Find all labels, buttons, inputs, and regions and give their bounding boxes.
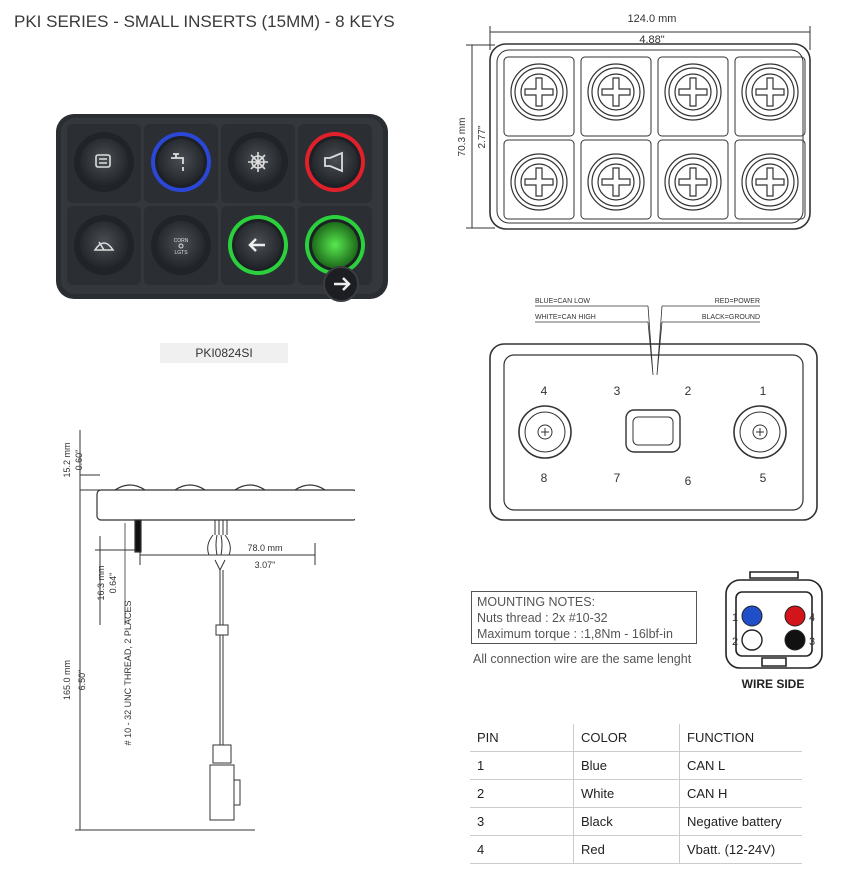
- table-cell: CAN L: [679, 751, 802, 780]
- rear-view-drawing: BLUE=CAN LOW WHITE=CAN HIGH RED=POWER BL…: [489, 298, 818, 521]
- key-horn: [305, 132, 365, 192]
- pin-white-dot: [741, 629, 763, 651]
- key-corner-lights: CORN LGTS: [151, 215, 211, 275]
- corner-lights-icon: CORN LGTS: [174, 238, 189, 256]
- conn-pin-2: 2: [732, 636, 738, 648]
- table-row: 1 Blue CAN L: [470, 751, 802, 780]
- page-title: PKI SERIES - SMALL INSERTS (15MM) - 8 KE…: [14, 12, 395, 31]
- pin-red-dot: [784, 605, 806, 627]
- table-header: COLOR: [573, 724, 680, 752]
- svg-text:LGTS: LGTS: [174, 250, 188, 256]
- side-profile: [96, 484, 355, 553]
- pin-label-8: 8: [541, 471, 548, 485]
- pin-label-3: 3: [614, 384, 621, 398]
- svg-text:CORN: CORN: [174, 238, 189, 244]
- mounting-notes-thread: Nuts thread : 2x #10-32: [477, 611, 608, 625]
- key-arrow-right: [305, 215, 365, 302]
- wire-label-white: WHITE=CAN HIGH: [535, 314, 596, 321]
- depth-in-label: 0.64": [108, 573, 118, 594]
- arrow-right-icon: [334, 277, 351, 291]
- table-cell: Vbatt. (12-24V): [679, 835, 802, 864]
- offset-mm-label: 78.0 mm: [247, 543, 282, 553]
- table-row: 2 White CAN H: [470, 779, 802, 808]
- screw-holes: [510, 63, 799, 211]
- wire-length-note: All connection wire are the same lenght: [473, 652, 692, 666]
- table-cell: 1: [470, 751, 574, 780]
- table-row: 3 Black Negative battery: [470, 807, 802, 836]
- mounting-notes-heading: MOUNTING NOTES:: [477, 595, 596, 609]
- height-mm-label: 70.3 mm: [457, 118, 468, 157]
- pin-label-1: 1: [760, 384, 767, 398]
- thickness-mm-label: 15.2 mm: [62, 442, 72, 477]
- tap-icon: [171, 153, 184, 171]
- width-in-label: 4.88": [639, 34, 664, 46]
- keypad-photo: CORN LGTS: [56, 114, 388, 302]
- pin-label-6: 6: [685, 474, 692, 488]
- wire-label-blue: BLUE=CAN LOW: [535, 298, 590, 305]
- side-view-drawing: 15.2 mm 0.60" 16.3 mm 0.64" 78.0 mm 3.07…: [62, 430, 355, 831]
- table-cell: White: [573, 779, 680, 808]
- key-tap: [151, 132, 211, 192]
- table-cell: Red: [573, 835, 680, 864]
- arrow-left-icon: [248, 238, 265, 252]
- top-view-drawing: 124.0 mm 4.88" 70.3 mm 2.77": [457, 13, 811, 230]
- width-mm-label: 124.0 mm: [628, 13, 677, 25]
- wire-label-red: RED=POWER: [715, 298, 760, 305]
- mounting-notes: MOUNTING NOTES: Nuts thread : 2x #10-32 …: [471, 591, 697, 644]
- table-cell: CAN H: [679, 779, 802, 808]
- table-cell: 3: [470, 807, 574, 836]
- offset-in-label: 3.07": [255, 560, 276, 570]
- height-in-label: 2.77": [477, 125, 488, 148]
- conn-pin-3: 3: [809, 636, 815, 648]
- mounting-notes-torque: Maximum torque : :1,8Nm - 16lbf-in: [477, 627, 673, 641]
- pin-blue-dot: [741, 605, 763, 627]
- table-cell: Blue: [573, 751, 680, 780]
- pin-label-5: 5: [760, 471, 767, 485]
- table-header: FUNCTION: [679, 724, 802, 752]
- part-number: PKI0824SI: [160, 343, 288, 363]
- conn-pin-1: 1: [732, 612, 738, 624]
- thickness-in-label: 0.60": [74, 450, 84, 471]
- table-header-row: PIN COLOR FUNCTION: [470, 724, 802, 752]
- depth-mm-label: 16.3 mm: [96, 565, 106, 600]
- pin-label-7: 7: [614, 471, 621, 485]
- cable: [207, 520, 241, 821]
- key-wiper: [74, 215, 134, 275]
- table-cell: 4: [470, 835, 574, 864]
- pin-label-4: 4: [541, 384, 548, 398]
- key-windows: [74, 132, 134, 192]
- table-cell: 2: [470, 779, 574, 808]
- key-snowflake: [228, 132, 288, 192]
- pin-table: PIN COLOR FUNCTION 1 Blue CAN L 2 White …: [470, 724, 802, 864]
- windows-icon: [95, 154, 111, 168]
- wire-label-black: BLACK=GROUND: [702, 314, 760, 321]
- top-key-grid: [503, 56, 806, 220]
- table-header: PIN: [470, 724, 574, 752]
- wiper-icon: [93, 241, 115, 251]
- cable-in-label: 6.50": [77, 670, 87, 691]
- cable-mm-label: 165.0 mm: [62, 660, 72, 700]
- horn-icon: [324, 151, 343, 173]
- conn-pin-4: 4: [809, 612, 815, 624]
- thread-note: # 10 - 32 UNC THREAD, 2 PLACES: [123, 601, 133, 746]
- table-cell: Negative battery: [679, 807, 802, 836]
- connector-diagram: 1 2 3 4: [725, 571, 823, 669]
- pin-label-2: 2: [685, 384, 692, 398]
- pin-black-dot: [784, 629, 806, 651]
- table-row: 4 Red Vbatt. (12-24V): [470, 835, 802, 864]
- key-arrow-left: [228, 215, 288, 275]
- wire-side-label: WIRE SIDE: [741, 677, 805, 691]
- table-cell: Black: [573, 807, 680, 836]
- snowflake-icon: [248, 152, 268, 172]
